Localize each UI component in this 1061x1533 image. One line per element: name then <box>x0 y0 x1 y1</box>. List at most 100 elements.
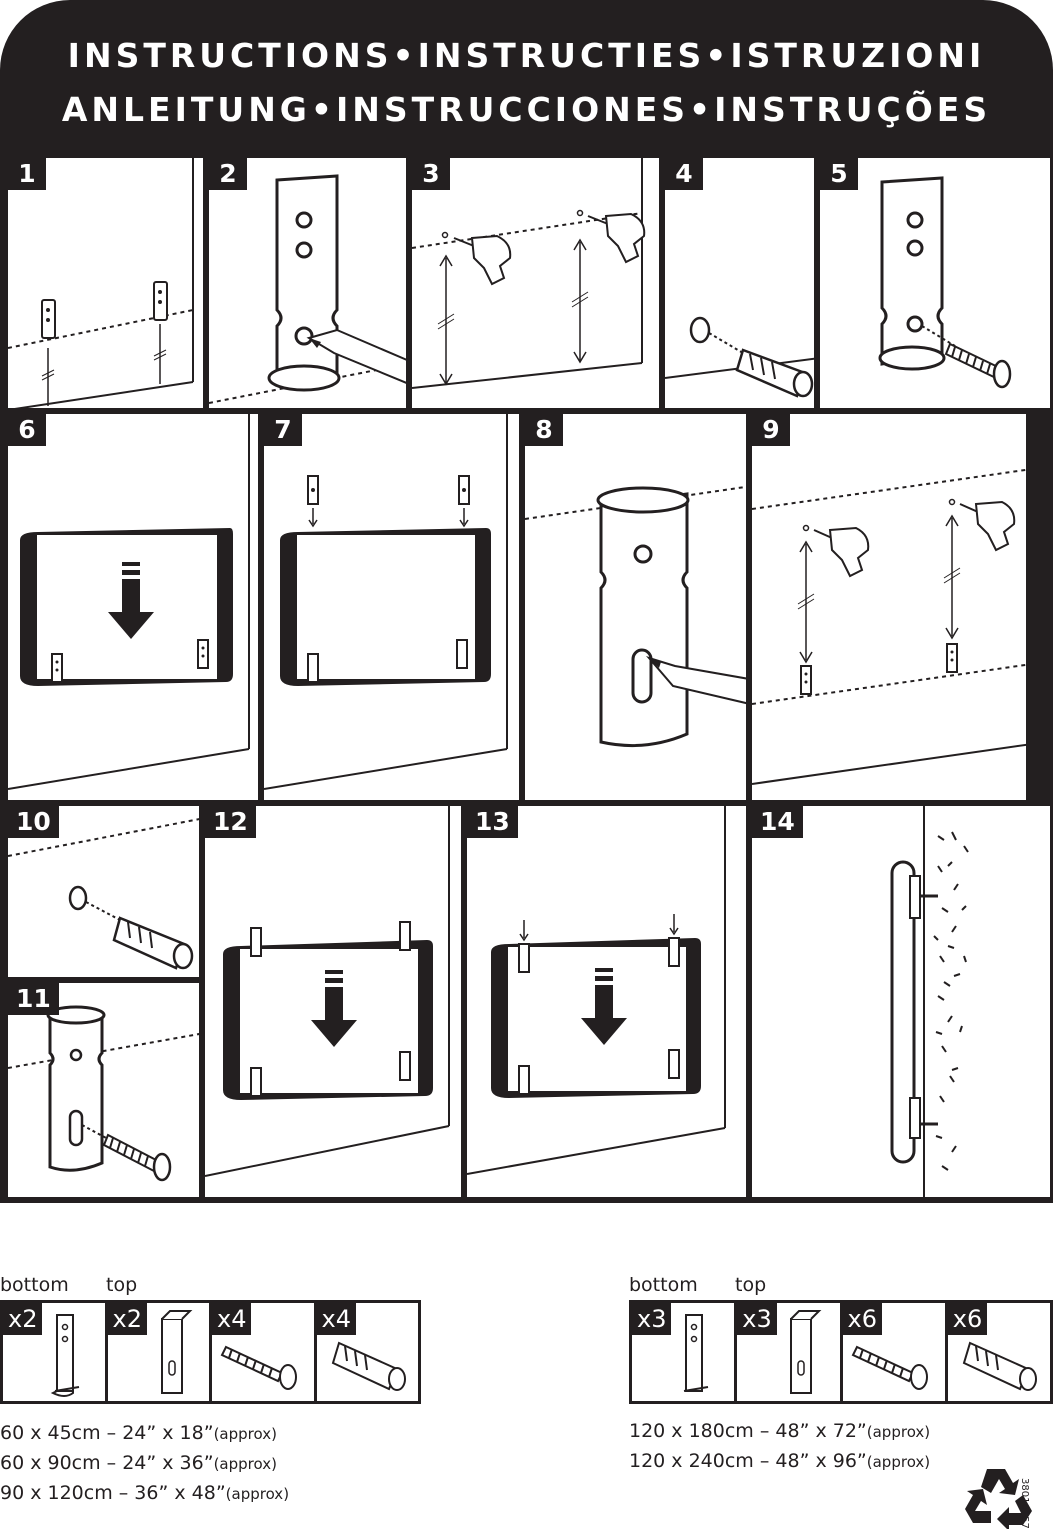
step-8-panel: 8 <box>522 411 749 803</box>
step-7-panel: 7 <box>261 411 522 803</box>
step-1-illustration <box>8 158 194 408</box>
title-line-2: ANLEITUNG•INSTRUCCIONES•INSTRUÇÕES <box>61 90 992 129</box>
screw-icon <box>220 1345 297 1390</box>
screw-icon <box>944 342 1012 389</box>
quantity-badge: x4 <box>316 1303 356 1335</box>
title-banner: INSTRUCTIONS•INSTRUCTIES•ISTRUZIONI ANLE… <box>0 0 1053 157</box>
kit-1-wall-plugs: x4 <box>316 1303 419 1401</box>
product-code: 38010157 <box>1019 1478 1030 1529</box>
size-line: 60 x 90cm – 24” x 36”(approx) <box>0 1452 277 1474</box>
step-11-illustration <box>8 1005 199 1182</box>
bracket-icon <box>800 665 812 695</box>
step-number: 3 <box>412 158 450 190</box>
step-number: 13 <box>467 806 518 838</box>
step-number: 14 <box>752 806 803 838</box>
step-number: 11 <box>8 983 59 1015</box>
bracket-icon <box>50 1314 80 1397</box>
step-14-panel: 14 <box>749 803 1053 1200</box>
kit-1-sizes: 60 x 45cm – 24” x 18”(approx) 60 x 90cm … <box>0 1419 289 1509</box>
wall-plug-icon <box>331 1341 406 1391</box>
kit-2-wall-plugs: x6 <box>947 1303 1050 1401</box>
kit-2-top-label: top <box>735 1274 767 1296</box>
title-line-1: INSTRUCTIONS•INSTRUCTIES•ISTRUZIONI <box>67 36 986 75</box>
bracket-icon <box>197 639 209 669</box>
step-number: 2 <box>209 158 247 190</box>
kit-2-sizes: 120 x 180cm – 48” x 72”(approx) 120 x 24… <box>629 1417 930 1477</box>
step-4-illustration <box>665 316 814 398</box>
step-5-panel: 5 <box>817 155 1053 411</box>
bracket-icon <box>456 639 468 669</box>
step-number: 4 <box>665 158 703 190</box>
screw-icon <box>851 1345 928 1390</box>
step-8-illustration <box>525 485 746 748</box>
bracket-icon <box>668 1049 680 1079</box>
pencil-icon <box>306 328 406 384</box>
pencil-icon <box>645 656 746 705</box>
bracket-icon <box>41 299 56 339</box>
bracket-top-icon <box>160 1310 192 1394</box>
quantity-badge: x4 <box>212 1303 252 1335</box>
arrow-down-icon <box>108 562 154 639</box>
bracket-icon <box>399 1051 411 1081</box>
step-1-panel: 1 <box>5 155 206 411</box>
quantity-badge: x6 <box>842 1303 882 1335</box>
bracket-top-icon <box>250 927 262 957</box>
quantity-badge: x2 <box>107 1303 147 1335</box>
step-4-panel: 4 <box>662 155 817 411</box>
drill-icon <box>587 212 646 264</box>
quantity-badge: x3 <box>737 1303 777 1335</box>
step-number: 1 <box>8 158 46 190</box>
step-6-panel: 6 <box>5 411 261 803</box>
bracket-top-icon <box>399 921 411 951</box>
bracket-icon <box>683 1314 709 1392</box>
step-9-illustration <box>752 468 1026 785</box>
kit-1-parts: x2 x2 x4 x4 <box>0 1300 421 1404</box>
step-2-illustration <box>209 174 406 404</box>
screw-icon <box>102 1133 172 1182</box>
step-10-panel: 10 <box>5 803 202 980</box>
step-3-illustration <box>412 158 646 389</box>
step-14-illustration <box>890 806 969 1197</box>
step-11-panel: 11 <box>5 980 202 1200</box>
kit-1-top-label: top <box>106 1274 138 1296</box>
step-number: 7 <box>264 414 302 446</box>
kit-1-bottom-label: bottom <box>0 1274 69 1296</box>
step-12-illustration <box>205 806 450 1177</box>
bracket-top-icon <box>518 943 530 973</box>
step-10-illustration <box>8 818 199 970</box>
kit-2-screws: x6 <box>842 1303 948 1401</box>
quantity-badge: x6 <box>947 1303 988 1335</box>
wall-plug-icon <box>112 916 194 970</box>
kit-1-bottom-bracket: x2 <box>3 1303 108 1401</box>
bracket-icon <box>51 653 63 683</box>
kit-2-bottom-bracket: x3 <box>632 1303 738 1401</box>
bracket-icon <box>307 653 319 683</box>
bracket-top-icon <box>790 1310 822 1394</box>
drill-icon <box>813 526 870 578</box>
arrow-down-icon <box>311 970 357 1047</box>
quantity-badge: x2 <box>3 1303 43 1335</box>
kit-1-top-bracket: x2 <box>107 1303 212 1401</box>
wall-plug-icon <box>735 348 814 398</box>
bracket-top-icon <box>307 475 319 505</box>
step-number: 5 <box>820 158 858 190</box>
size-line: 90 x 120cm – 36” x 48”(approx) <box>0 1482 290 1504</box>
step-3-panel: 3 <box>409 155 662 411</box>
drill-icon <box>959 500 1016 552</box>
step-7-illustration <box>264 414 508 790</box>
bracket-top-icon <box>458 475 470 505</box>
bracket-icon <box>518 1065 530 1095</box>
step-13-illustration <box>467 806 726 1175</box>
step-2-panel: 2 <box>206 155 409 411</box>
step-13-panel: 13 <box>464 803 749 1200</box>
step-number: 9 <box>752 414 790 446</box>
size-line: 120 x 180cm – 48” x 72”(approx) <box>629 1420 931 1442</box>
kit-2-parts: x3 x3 x6 x6 <box>629 1300 1053 1404</box>
bracket-icon <box>153 281 168 321</box>
step-6-illustration <box>8 414 250 790</box>
arrow-down-icon <box>581 968 627 1045</box>
step-number: 8 <box>525 414 563 446</box>
wall-plug-icon <box>962 1341 1037 1391</box>
step-number: 6 <box>8 414 46 446</box>
